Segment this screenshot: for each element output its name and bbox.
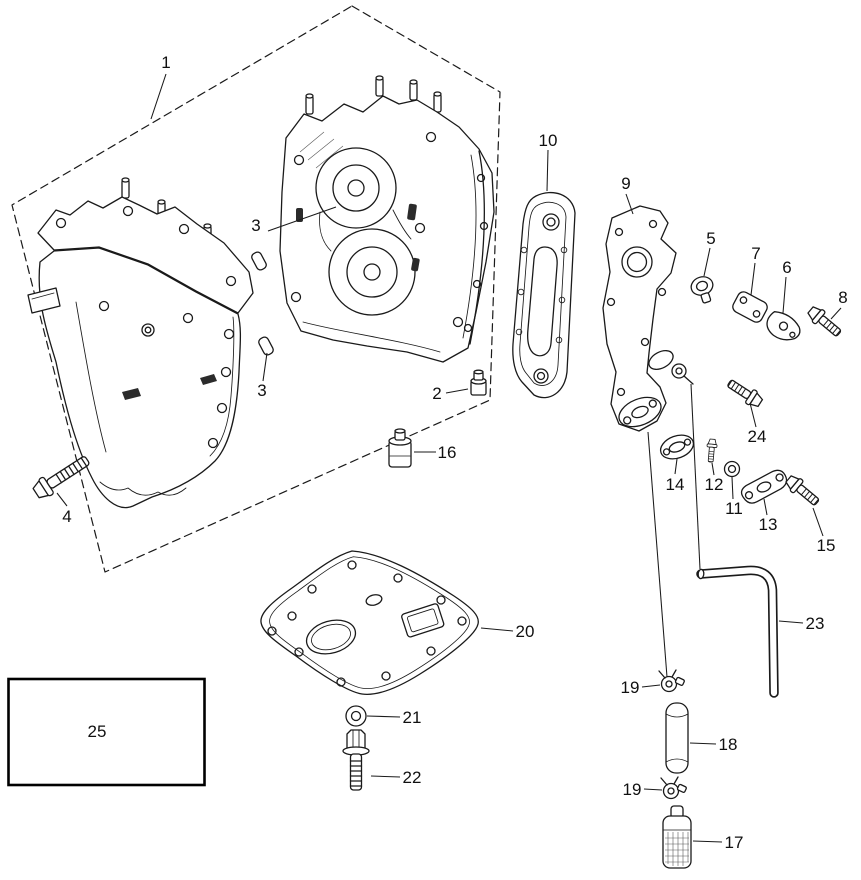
mating-flange bbox=[462, 150, 489, 345]
edge-bosses bbox=[98, 300, 235, 449]
plate-bottom-flange bbox=[618, 396, 662, 428]
cover-13 bbox=[740, 469, 788, 504]
part-cylinder-block bbox=[279, 75, 495, 363]
callout-17: 17 bbox=[725, 833, 744, 852]
callout-24: 24 bbox=[748, 427, 767, 446]
callout-6: 6 bbox=[782, 258, 791, 277]
callout-21: 21 bbox=[403, 708, 422, 727]
stud-icons bbox=[305, 75, 442, 115]
elbow-fitting bbox=[648, 350, 694, 385]
callout-20: 20 bbox=[516, 622, 535, 641]
callout-2: 2 bbox=[432, 384, 441, 403]
part-plate-9 bbox=[602, 205, 694, 432]
plug-2 bbox=[470, 369, 487, 396]
hose-clamp-19-bottom bbox=[660, 776, 687, 800]
leader-lines bbox=[56, 73, 842, 843]
gasket-14 bbox=[659, 434, 695, 460]
callout-10: 10 bbox=[539, 131, 558, 150]
callout-23: 23 bbox=[806, 614, 825, 633]
bolt-4 bbox=[32, 456, 90, 499]
part-crankcase-half bbox=[27, 177, 254, 509]
dowel-pin-top bbox=[251, 251, 267, 271]
fuel-filter-17 bbox=[662, 805, 692, 869]
dowel-pin-bottom bbox=[258, 336, 274, 356]
dashed-assembly-boundary bbox=[11, 5, 501, 573]
callout-9: 9 bbox=[621, 174, 630, 193]
plug-5 bbox=[690, 276, 714, 304]
part-gasket-10 bbox=[512, 191, 576, 399]
callout-13: 13 bbox=[759, 515, 778, 534]
callout-22: 22 bbox=[403, 768, 422, 787]
washer-21 bbox=[345, 705, 367, 727]
callout-18: 18 bbox=[719, 735, 738, 754]
hose-clamp-19-top bbox=[658, 669, 685, 693]
fuel-hose-23 bbox=[696, 565, 779, 698]
callout-25: 25 bbox=[88, 722, 107, 741]
callout-3b: 3 bbox=[257, 381, 266, 400]
crank-bores bbox=[315, 147, 416, 316]
legend-box-25 bbox=[7, 677, 206, 787]
callout-1: 1 bbox=[161, 53, 170, 72]
part-gasket-20 bbox=[260, 550, 479, 695]
callout-3a: 3 bbox=[251, 216, 260, 235]
callout-5: 5 bbox=[706, 229, 715, 248]
callout-7: 7 bbox=[751, 244, 760, 263]
callouts: 1 2 3 3 4 5 6 7 8 9 10 11 12 13 14 15 16… bbox=[62, 53, 847, 852]
callout-4: 4 bbox=[62, 507, 71, 526]
gasket-holes bbox=[515, 246, 568, 344]
washer-11 bbox=[723, 460, 741, 478]
callout-16: 16 bbox=[438, 443, 457, 462]
flange-holes bbox=[55, 205, 237, 287]
callout-19b: 19 bbox=[623, 780, 642, 799]
bolt-holes bbox=[290, 131, 464, 328]
plate-holes bbox=[606, 219, 667, 397]
callout-15: 15 bbox=[817, 536, 836, 555]
callout-12: 12 bbox=[705, 475, 724, 494]
assembly-lines bbox=[647, 383, 701, 678]
callout-8: 8 bbox=[838, 288, 847, 307]
callout-14: 14 bbox=[666, 475, 685, 494]
gasket-holes bbox=[267, 560, 467, 687]
plate-7 bbox=[732, 291, 768, 323]
bracket-6 bbox=[766, 311, 801, 341]
callout-11: 11 bbox=[725, 499, 743, 518]
fuel-pipe-18 bbox=[665, 702, 689, 774]
plug-16 bbox=[388, 428, 412, 468]
callout-19a: 19 bbox=[621, 678, 640, 697]
bolt-22 bbox=[342, 729, 370, 791]
